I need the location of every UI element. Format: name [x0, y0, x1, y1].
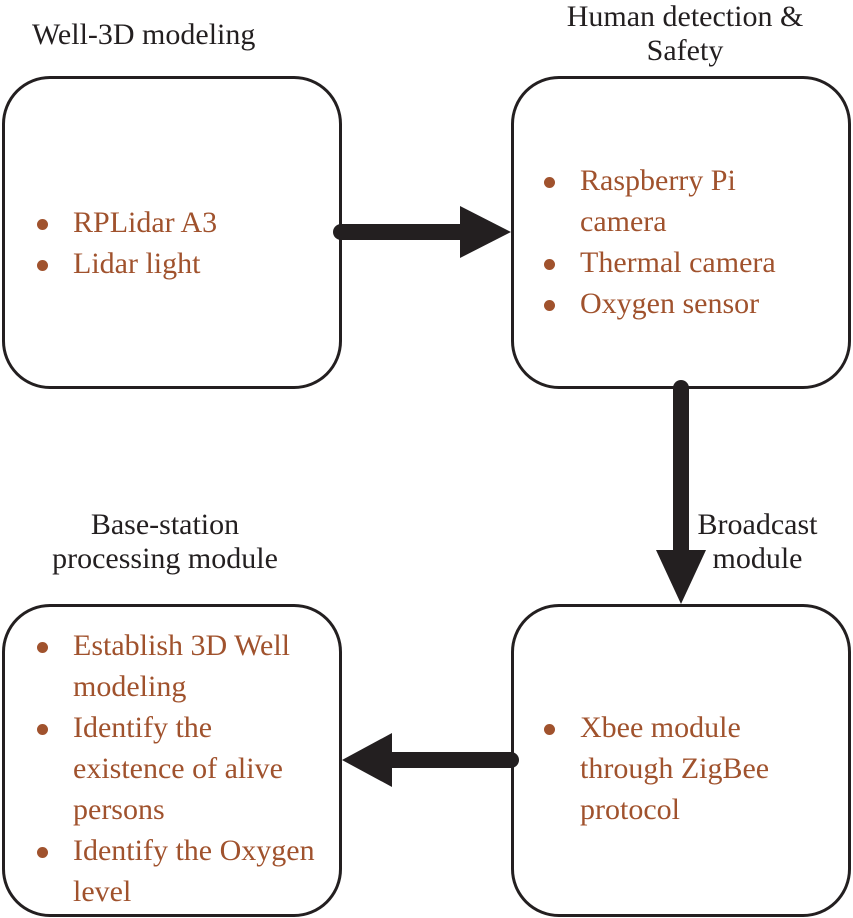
human-list: Raspberry Pi camera Thermal camera Oxyge…: [542, 160, 802, 324]
list-item: Lidar light: [35, 243, 217, 284]
base-list: Establish 3D Well modeling Identify the …: [35, 625, 315, 912]
broadcast-title-line1: Broadcast: [697, 508, 818, 541]
base-box: Establish 3D Well modeling Identify the …: [2, 604, 342, 917]
broadcast-list: Xbee module through ZigBee protocol: [542, 707, 782, 830]
well3d-list: RPLidar A3 Lidar light: [35, 202, 217, 284]
list-item-text: Identify the Oxygen level: [73, 834, 315, 908]
arrow-down: [656, 380, 706, 604]
human-title: Human detection & Safety: [540, 0, 830, 68]
list-item-text: Raspberry Pi camera: [580, 164, 736, 238]
list-item-text: Xbee module through ZigBee protocol: [580, 711, 770, 826]
list-item: Identify the Oxygen level: [35, 830, 315, 912]
list-item-text: Thermal camera: [580, 246, 776, 279]
list-item: Establish 3D Well modeling: [35, 625, 315, 707]
list-item-text: Lidar light: [73, 247, 201, 280]
list-item: Xbee module through ZigBee protocol: [542, 707, 782, 830]
base-title: Base-station processing module: [30, 508, 300, 576]
list-item-text: RPLidar A3: [73, 206, 218, 239]
list-item-text: Establish 3D Well modeling: [73, 629, 291, 703]
human-title-line1: Human detection &: [566, 0, 804, 33]
list-item: Raspberry Pi camera: [542, 160, 802, 242]
list-item-text: Oxygen sensor: [580, 287, 760, 320]
human-box: Raspberry Pi camera Thermal camera Oxyge…: [511, 76, 851, 389]
list-item: Thermal camera: [542, 242, 802, 283]
list-item: Oxygen sensor: [542, 283, 802, 324]
list-item: RPLidar A3: [35, 202, 217, 243]
arrow-left: [342, 733, 519, 787]
arrow-right: [333, 206, 511, 258]
broadcast-title: Broadcast module: [690, 508, 825, 576]
broadcast-box: Xbee module through ZigBee protocol: [511, 604, 851, 917]
human-title-line2: Safety: [646, 34, 724, 67]
broadcast-title-line2: module: [712, 542, 803, 575]
well3d-title: Well-3D modeling: [32, 18, 256, 51]
base-title-line1: Base-station: [90, 508, 240, 541]
base-title-line2: processing module: [52, 542, 278, 575]
list-item-text: Identify the existence of alive persons: [73, 711, 283, 826]
list-item: Identify the existence of alive persons: [35, 707, 315, 830]
